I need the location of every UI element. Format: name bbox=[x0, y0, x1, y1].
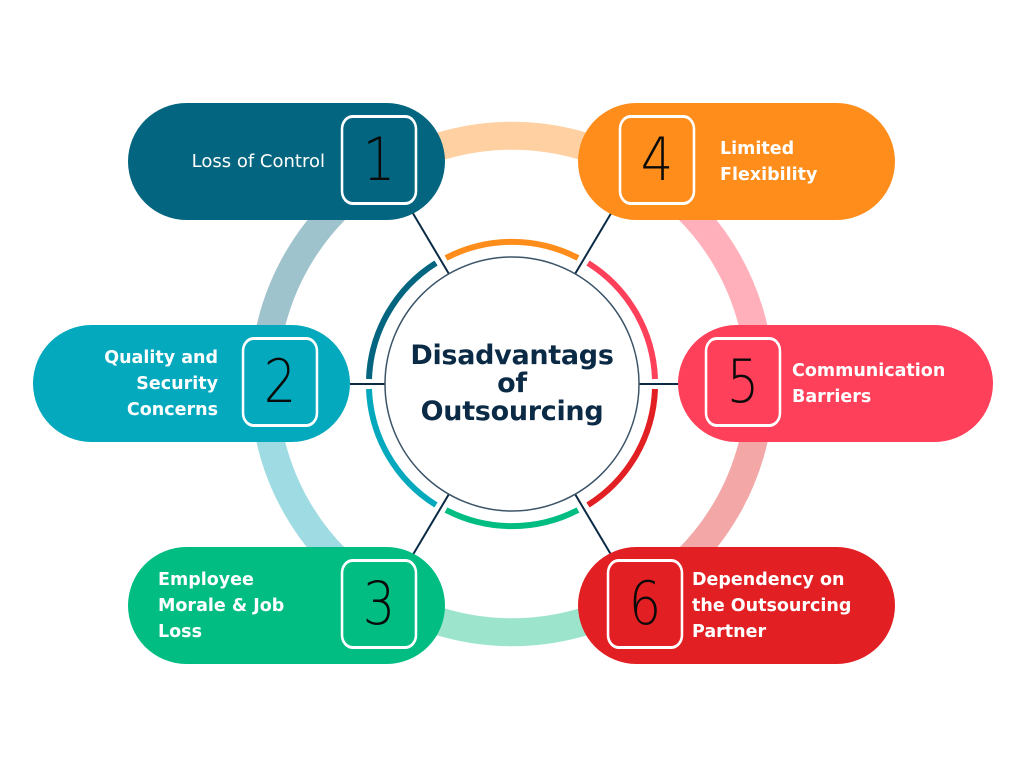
item-6-dependency: 6 Dependency on the Outsourcing Partner bbox=[578, 547, 895, 664]
connector-6 bbox=[574, 493, 617, 564]
item-3-employee-morale: Employee Morale & Job Loss 3 bbox=[128, 547, 445, 664]
item-2-number: 2 bbox=[263, 347, 297, 417]
center-circle bbox=[384, 256, 640, 512]
item-3-label-line-1: Employee bbox=[158, 569, 254, 590]
inner-arc-upper-left bbox=[366, 260, 438, 380]
item-2-label-line-3: Concerns bbox=[126, 399, 218, 420]
item-5-number-box: 5 bbox=[704, 337, 782, 427]
inner-arc-lower-right bbox=[586, 388, 658, 508]
center-title-line-3: Outsourcing bbox=[420, 396, 604, 427]
inner-arc-bottom bbox=[444, 507, 580, 530]
connector-lines bbox=[350, 204, 678, 564]
item-1-loss-of-control: Loss of Control 1 bbox=[128, 103, 445, 220]
inner-arc-top bbox=[444, 238, 580, 261]
connector-1 bbox=[407, 204, 450, 275]
item-2-label-line-2: Security bbox=[136, 373, 218, 394]
item-5-communication-barriers: 5 Communication Barriers bbox=[678, 325, 993, 442]
item-1-number-box: 1 bbox=[340, 115, 418, 205]
item-4-number-box: 4 bbox=[618, 115, 696, 205]
inner-arc-upper-right bbox=[586, 260, 658, 380]
item-4-label: Limited Flexibility bbox=[720, 103, 890, 220]
item-3-label: Employee Morale & Job Loss bbox=[158, 547, 338, 664]
item-6-label: Dependency on the Outsourcing Partner bbox=[692, 547, 892, 664]
item-3-number-box: 3 bbox=[340, 559, 418, 649]
item-6-label-line-3: Partner bbox=[692, 621, 767, 642]
item-4-label-line-1: Limited bbox=[720, 138, 795, 159]
center-title-line-2: of bbox=[497, 368, 527, 399]
item-1-number: 1 bbox=[362, 125, 396, 195]
center-title-line-1: Disadvantags bbox=[410, 340, 614, 371]
item-2-label-line-1: Quality and bbox=[104, 347, 218, 368]
item-4-label-line-2: Flexibility bbox=[720, 164, 818, 185]
item-4-limited-flexibility: 4 Limited Flexibility bbox=[578, 103, 895, 220]
item-5-label-line-1: Communication bbox=[792, 360, 946, 381]
item-3-label-line-3: Loss bbox=[158, 621, 203, 642]
inner-arc-lower-left bbox=[366, 388, 438, 508]
item-2-quality-security: Quality and Security Concerns 2 bbox=[33, 325, 350, 442]
item-5-number: 5 bbox=[726, 347, 760, 417]
item-6-number: 6 bbox=[628, 569, 662, 639]
item-5-label: Communication Barriers bbox=[792, 325, 992, 442]
item-2-number-box: 2 bbox=[241, 337, 319, 427]
item-5-label-line-2: Barriers bbox=[792, 386, 872, 407]
item-1-label-line-1: Loss of Control bbox=[191, 150, 325, 172]
item-3-label-line-2: Morale & Job bbox=[158, 595, 285, 616]
item-6-label-line-1: Dependency on bbox=[692, 569, 845, 590]
item-3-number: 3 bbox=[362, 569, 396, 639]
connector-3 bbox=[407, 493, 450, 564]
inner-arcs bbox=[366, 238, 658, 530]
item-6-label-line-2: the Outsourcing bbox=[692, 595, 852, 616]
item-1-label: Loss of Control bbox=[125, 103, 325, 220]
item-4-number: 4 bbox=[640, 125, 674, 195]
item-6-number-box: 6 bbox=[606, 559, 684, 649]
center-title: Disadvantags of Outsourcing bbox=[384, 256, 640, 512]
item-2-label: Quality and Security Concerns bbox=[38, 325, 218, 442]
connector-4 bbox=[574, 204, 617, 275]
